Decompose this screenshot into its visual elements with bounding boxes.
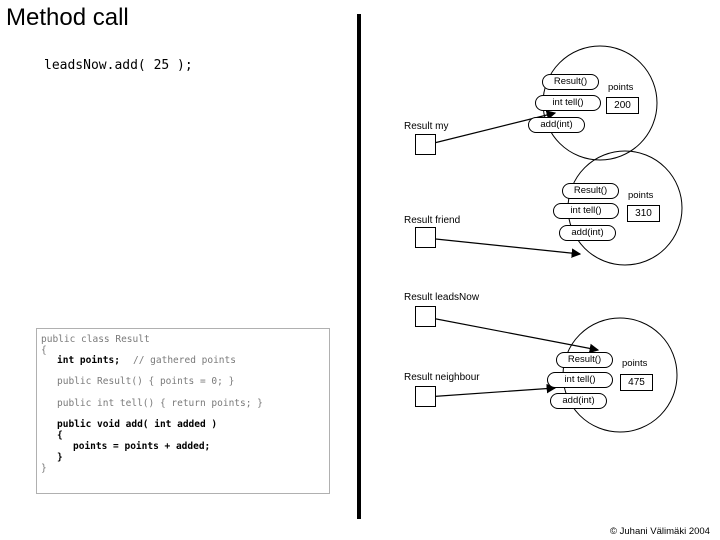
code-line-class: public class Result [41, 334, 150, 345]
code-line-field: int points; [57, 355, 120, 366]
obj1-add: add(int) [528, 117, 585, 133]
obj2-field-label: points [628, 190, 654, 201]
code-line-add-body: points = points + added; [73, 441, 211, 452]
code-line-tell: public int tell() { return points; } [57, 398, 263, 409]
ref-box-neighbour [415, 386, 436, 407]
obj3-field-label: points [622, 358, 648, 369]
code-line-add-close: } [57, 452, 63, 463]
ref-box-my [415, 134, 436, 155]
var-label-leadsnow: Result leadsNow [404, 292, 480, 303]
obj3-field-value: 475 [620, 374, 653, 391]
var-label-my: Result my [404, 121, 449, 132]
obj3-getter: int tell() [547, 372, 613, 388]
var-label-friend: Result friend [404, 215, 461, 226]
page-title: Method call [6, 4, 129, 31]
ref-arrow-friend [425, 237, 582, 258]
var-label-neighbour: Result neighbour [404, 372, 480, 383]
obj2-constructor: Result() [562, 183, 619, 199]
ref-box-friend [415, 227, 436, 248]
ref-arrow-neighbour [425, 383, 557, 398]
obj2-getter: int tell() [553, 203, 619, 219]
code-line-close-brace: } [41, 463, 47, 474]
obj1-field-label: points [608, 82, 634, 93]
obj2-add: add(int) [559, 225, 616, 241]
copyright-footer: © Juhani Välimäki 2004 [610, 526, 710, 537]
obj1-field-value: 200 [606, 97, 639, 114]
code-line-constructor: public Result() { points = 0; } [57, 376, 235, 387]
code-listing: public class Result { int points; // gat… [36, 328, 330, 494]
obj1-getter: int tell() [535, 95, 601, 111]
vertical-divider [357, 14, 361, 519]
code-line-add-open: { [57, 430, 63, 441]
copyright-text: Juhani Välimäki 2004 [619, 526, 710, 537]
obj2-field-value: 310 [627, 205, 660, 222]
obj1-constructor: Result() [542, 74, 599, 90]
code-line-open-brace: { [41, 345, 47, 356]
code-line-field-comment: // gathered points [133, 355, 236, 366]
code-line-add-signature: public void add( int added ) [57, 419, 218, 430]
ref-box-leadsnow [415, 306, 436, 327]
obj3-add: add(int) [550, 393, 607, 409]
obj3-constructor: Result() [556, 352, 613, 368]
ref-arrow-leadsnow [425, 316, 600, 354]
copyright-icon: © [610, 526, 617, 537]
method-call-statement: leadsNow.add( 25 ); [44, 58, 193, 73]
